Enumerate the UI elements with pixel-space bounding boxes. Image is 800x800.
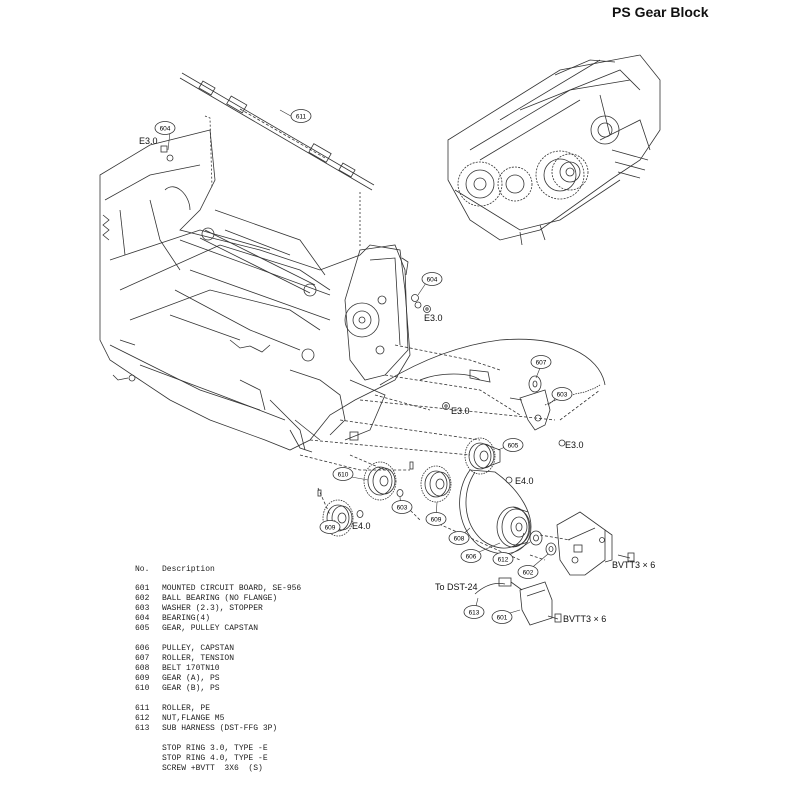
e-ring-e30-left xyxy=(166,154,174,162)
svg-text:609: 609 xyxy=(431,517,442,524)
roller-pe xyxy=(179,72,375,246)
callout-613: 613 xyxy=(463,605,485,619)
svg-text:606: 606 xyxy=(466,554,477,561)
tension-arm-603 xyxy=(509,384,601,431)
callout-609-left: 609 xyxy=(319,520,341,534)
svg-text:605: 605 xyxy=(508,443,519,450)
header-description: Description xyxy=(162,565,215,574)
capstan-bracket xyxy=(556,511,613,576)
label-e30-right-frame: E3.0 xyxy=(424,313,443,323)
svg-text:611: 611 xyxy=(296,114,307,121)
callout-611: 611 xyxy=(290,109,312,123)
svg-text:603: 603 xyxy=(557,392,568,399)
sub-harness-613 xyxy=(474,577,523,595)
assembly-guides xyxy=(299,344,601,561)
pulley-capstan-606 xyxy=(496,506,531,548)
hardware-notes: STOP RING 3.0, TYPE -E STOP RING 4.0, TY… xyxy=(162,744,301,774)
callout-603-arm: 603 xyxy=(551,387,573,401)
gear-a-ps-609-middle xyxy=(420,465,452,503)
svg-text:604: 604 xyxy=(427,277,438,284)
gear-b-ps-610 xyxy=(363,461,397,501)
svg-text:613: 613 xyxy=(469,610,480,617)
label-bvtt-board: BVTT3 × 6 xyxy=(563,614,606,624)
main-chassis xyxy=(99,129,422,453)
callout-610: 610 xyxy=(332,467,354,481)
label-e30-left: E3.0 xyxy=(139,136,158,146)
e-ring-e30-arm xyxy=(558,439,566,447)
svg-text:604: 604 xyxy=(160,126,171,133)
harness-curve xyxy=(379,338,606,386)
inset-assembly xyxy=(447,54,661,246)
page-title: PS Gear Block xyxy=(612,4,709,20)
callout-604-left: 604 xyxy=(154,121,176,135)
callout-601: 601 xyxy=(491,610,513,624)
label-e40-609: E4.0 xyxy=(352,521,371,531)
header-no: No. xyxy=(135,565,150,574)
svg-text:603: 603 xyxy=(397,505,408,512)
label-bvtt-bracket: BVTT3 × 6 xyxy=(612,560,655,570)
callout-602: 602 xyxy=(517,565,539,579)
callout-603-gear: 603 xyxy=(391,500,413,514)
screw-bvtt-bracket xyxy=(617,552,635,562)
gear-pulley-capstan-605 xyxy=(464,437,501,475)
svg-text:609: 609 xyxy=(325,525,336,532)
nut-flange-612 xyxy=(529,530,543,546)
e-ring-e30-right-frame xyxy=(423,305,431,313)
note-stop-ring-4: STOP RING 4.0, TYPE -E xyxy=(162,754,268,763)
callout-607: 607 xyxy=(530,355,552,369)
ball-bearing-602 xyxy=(545,542,557,556)
svg-text:601: 601 xyxy=(497,615,508,622)
svg-text:602: 602 xyxy=(523,570,534,577)
tension-roller-607 xyxy=(528,375,542,393)
callout-604-right: 604 xyxy=(421,272,443,286)
screw-bvtt-board xyxy=(547,613,562,623)
svg-text:610: 610 xyxy=(338,472,349,479)
note-stop-ring-3: STOP RING 3.0, TYPE -E xyxy=(162,744,268,753)
svg-text:612: 612 xyxy=(498,557,509,564)
mounted-circuit-board-601 xyxy=(519,581,553,626)
callout-608: 608 xyxy=(448,531,470,545)
svg-text:607: 607 xyxy=(536,360,547,367)
label-to-dst-24: To DST-24 xyxy=(435,582,478,592)
e-ring-e30-mid xyxy=(442,402,450,410)
note-screw-bvtt: SCREW +BVTT 3X6 (S) xyxy=(162,764,263,773)
callout-606: 606 xyxy=(460,549,482,563)
label-e30-mid: E3.0 xyxy=(451,406,470,416)
svg-text:608: 608 xyxy=(454,536,465,543)
callout-609-middle: 609 xyxy=(425,512,447,526)
label-e40-605: E4.0 xyxy=(515,476,534,486)
label-e30-arm: E3.0 xyxy=(565,440,584,450)
washer-603 xyxy=(396,489,404,497)
callout-605: 605 xyxy=(502,438,524,452)
callout-612: 612 xyxy=(492,552,514,566)
parts-list-header: No. Description xyxy=(135,565,301,575)
e-ring-e40-605 xyxy=(505,476,513,484)
